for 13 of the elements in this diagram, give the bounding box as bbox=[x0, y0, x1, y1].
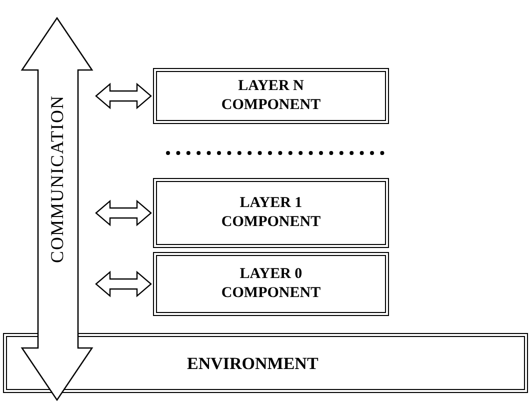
component-label: LAYER 0 COMPONENT bbox=[220, 265, 322, 303]
environment-label: ENVIRONMENT bbox=[187, 354, 318, 372]
double-arrow bbox=[95, 270, 152, 298]
component-box bbox=[153, 178, 389, 248]
vertical-label: COMMUNICATION bbox=[46, 94, 68, 263]
double-arrow bbox=[95, 82, 152, 110]
component-box bbox=[153, 252, 389, 316]
component-label: LAYER N COMPONENT bbox=[220, 77, 322, 115]
environment-band bbox=[3, 333, 528, 393]
double-arrow bbox=[95, 200, 152, 226]
component-box bbox=[153, 68, 389, 124]
double-arrow-shape bbox=[22, 18, 92, 400]
component-label: LAYER 1 COMPONENT bbox=[220, 194, 322, 232]
